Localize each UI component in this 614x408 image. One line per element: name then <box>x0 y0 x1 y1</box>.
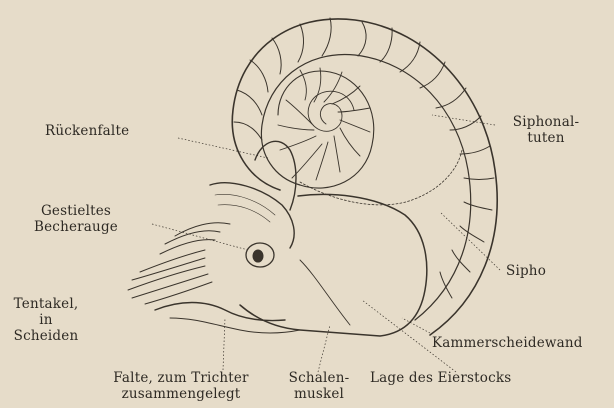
chamber-septa <box>234 18 494 298</box>
leader-lines <box>152 115 500 372</box>
tentacles <box>128 223 230 304</box>
shell-inner-whorl <box>261 54 470 320</box>
label-schalen-line2: muskel <box>280 386 358 402</box>
label-siphonaltuten: Siphonal- tuten <box>500 114 592 146</box>
label-falte-line2: zusammengelegt <box>88 386 274 402</box>
label-tentakel-line2: in <box>4 312 88 328</box>
label-rueckenfalte: Rückenfalte <box>45 123 129 139</box>
label-schalen-line1: Schalen- <box>280 370 358 386</box>
label-tentakel-line3: Scheiden <box>4 328 88 344</box>
label-tentakel: Tentakel, in Scheiden <box>4 296 88 344</box>
label-falte-trichter: Falte, zum Trichter zusammengelegt <box>88 370 274 402</box>
label-schalenmuskel: Schalen- muskel <box>280 370 358 402</box>
inner-septa <box>278 68 370 180</box>
label-siphonal-line1: Siphonal- <box>500 114 592 130</box>
label-kammerscheidewand: Kammerscheidewand <box>432 335 583 351</box>
label-gestieltes-line2: Becherauge <box>14 219 138 235</box>
label-falte-line1: Falte, zum Trichter <box>88 370 274 386</box>
label-sipho: Sipho <box>506 263 546 279</box>
label-gestieltes-becherauge: Gestieltes Becherauge <box>14 203 138 235</box>
label-gestieltes-line1: Gestieltes <box>14 203 138 219</box>
shell-outline <box>232 19 497 335</box>
label-lage-eierstocks: Lage des Eierstocks <box>370 370 511 386</box>
hood-shading <box>215 194 275 222</box>
label-tentakel-line1: Tentakel, <box>4 296 88 312</box>
hood <box>210 183 294 248</box>
label-siphonal-line2: tuten <box>500 130 592 146</box>
shell-muscle <box>300 260 350 325</box>
shell-third-whorl <box>278 71 374 188</box>
siphuncle <box>300 150 462 205</box>
